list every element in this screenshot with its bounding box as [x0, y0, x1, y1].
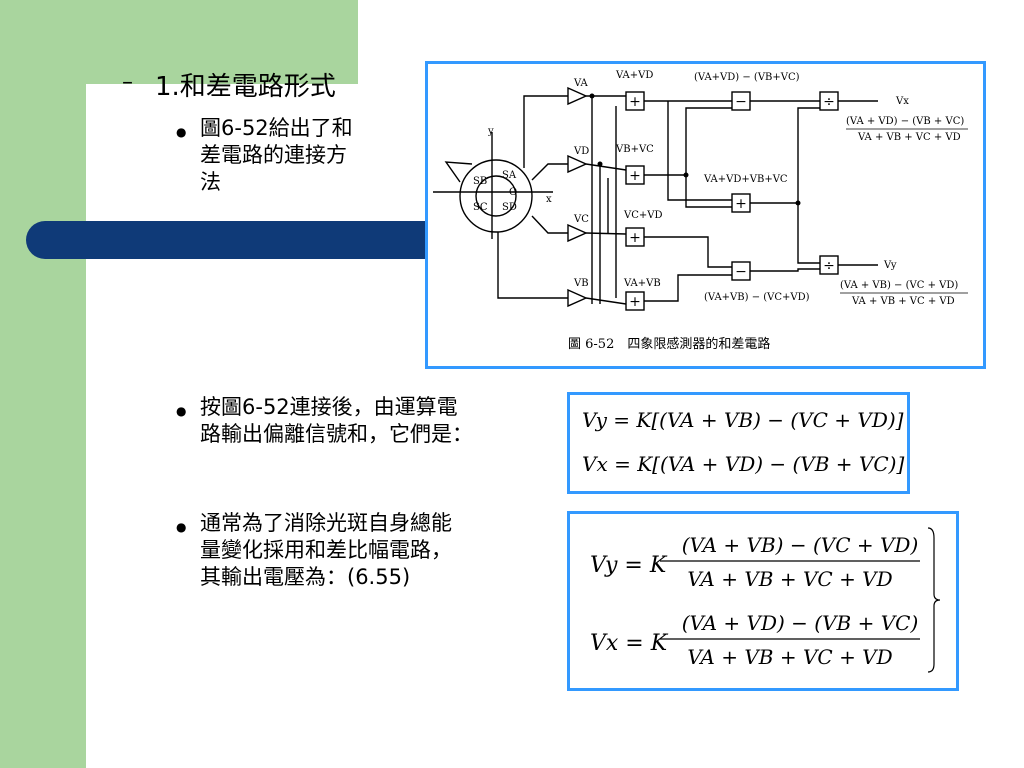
slide-heading: 1.和差電路形式: [155, 72, 336, 102]
divide-op: ÷: [823, 258, 835, 274]
diff-top: (VA+VD) − (VB+VC): [694, 72, 800, 83]
equation-vy: Vy = K[(VA + VB) − (VC + VD)]: [582, 408, 904, 432]
ratio-x-num: (VA + VD) − (VB + VC): [846, 116, 964, 127]
amp-label-va: VA: [573, 78, 589, 89]
bullet-2-text: 按圖6-52連接後，由運算電 路輸出偏離信號和，它們是：: [200, 394, 473, 448]
sum-va-vb: VA+VB: [623, 278, 661, 289]
equations-plain: Vy = K[(VA + VB) − (VC + VD)] Vx = K[(VA…: [582, 408, 904, 476]
bullet-1-line-3: 法: [200, 170, 221, 194]
equation-vy-num: (VA + VB) − (VC + VD): [682, 533, 919, 557]
bullet-3-line-1: 通常為了消除光斑自身總能: [200, 511, 452, 535]
axis-y-label: y: [487, 126, 494, 137]
circuit-diagram: y x SA SB SC SD O VA VD VC VB VA+VD VB+V…: [433, 70, 968, 352]
bullet-3-text: 通常為了消除光斑自身總能 量變化採用和差比幅電路， 其輸出電壓為：(6.55): [200, 510, 452, 591]
divide-op: ÷: [823, 94, 835, 110]
bullet-2-line-1: 按圖6-52連接後，由運算電: [200, 395, 458, 419]
bullet-3-line-3: 其輸出電壓為：(6.55): [200, 565, 411, 589]
adder-op: +: [629, 230, 641, 246]
equation-vx: Vx = K[(VA + VD) − (VB + VC)]: [582, 452, 904, 476]
equation-vx-num: (VA + VD) − (VB + VC): [682, 611, 919, 635]
quadrant-sc: SC: [473, 202, 488, 213]
bullet-icon: ●: [176, 125, 187, 139]
ratio-y-den: VA + VB + VC + VD: [851, 296, 955, 307]
out-vx: Vx: [895, 96, 909, 107]
sum-vc-vd: VC+VD: [623, 210, 663, 221]
sum-all: VA+VD+VB+VC: [703, 174, 788, 185]
equation-vy-lhs: Vy = K: [590, 553, 668, 578]
ratio-y-num: (VA + VB) − (VC + VD): [840, 280, 958, 291]
equation-vy-den: VA + VB + VC + VD: [687, 567, 892, 591]
subtract-op: −: [735, 94, 747, 110]
bullet-icon: ●: [176, 520, 187, 534]
quadrant-sb: SB: [473, 176, 487, 187]
equation-vx-lhs: Vx = K: [590, 631, 669, 656]
bullet-3-line-2: 量變化採用和差比幅電路，: [200, 538, 452, 562]
out-vy: Vy: [883, 260, 897, 271]
ratio-x-den: VA + VB + VC + VD: [857, 132, 961, 143]
heading-dash: –: [122, 70, 133, 95]
amp-label-vd: VD: [573, 146, 589, 157]
axis-x-label: x: [546, 194, 552, 205]
bullet-2-line-2: 路輸出偏離信號和，它們是：: [200, 422, 473, 446]
adder-op: +: [735, 196, 747, 212]
figure-caption: 圖 6-52 四象限感測器的和差電路: [568, 336, 770, 352]
equation-box-2: Vy = K (VA + VB) − (VC + VD) VA + VB + V…: [567, 511, 959, 691]
amp-label-vc: VC: [573, 214, 589, 225]
adder-op: +: [629, 94, 641, 110]
bullet-1-text: 圖6-52給出了和 差電路的連接方 法: [200, 115, 353, 196]
quadrant-sa: SA: [502, 170, 517, 181]
subtract-op: −: [735, 264, 747, 280]
adder-op: +: [629, 168, 641, 184]
quadrant-sd: SD: [502, 202, 517, 213]
equation-vx-den: VA + VB + VC + VD: [687, 645, 892, 669]
circuit-figure: y x SA SB SC SD O VA VD VC VB VA+VD VB+V…: [425, 61, 986, 369]
diff-bottom: (VA+VB) − (VC+VD): [704, 292, 810, 303]
adder-op: +: [629, 294, 641, 310]
right-brace-icon: [927, 527, 941, 673]
bullet-1-line-1: 圖6-52給出了和: [200, 116, 353, 140]
sum-va-vd: VA+VD: [615, 70, 653, 81]
sum-vb-vc: VB+VC: [615, 144, 654, 155]
equation-box-1: Vy = K[(VA + VB) − (VC + VD)] Vx = K[(VA…: [567, 392, 910, 494]
bullet-1-line-2: 差電路的連接方: [200, 143, 347, 167]
bullet-icon: ●: [176, 404, 187, 418]
origin-label: O: [509, 187, 517, 198]
navy-band: [26, 221, 446, 259]
amp-label-vb: VB: [573, 278, 589, 289]
equations-ratio: Vy = K (VA + VB) − (VC + VD) VA + VB + V…: [590, 527, 941, 673]
